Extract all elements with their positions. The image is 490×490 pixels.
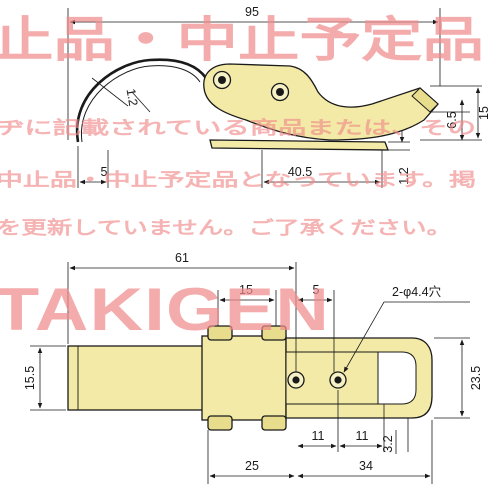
label-overall-width: 23.5 [469,366,483,390]
label-base-thickness: 1.2 [397,167,411,184]
label-spring-thickness: 1.2 [124,88,141,108]
label-hook-span: 40.5 [288,165,312,179]
side-base-plate [209,139,389,151]
label-hook-length: 34 [359,459,373,473]
side-view-dimensions [67,8,482,188]
label-base-width: 15.5 [23,366,37,390]
label-tip-outer: 15 [477,106,490,120]
label-offset-left: 5 [101,165,108,179]
label-overall-length: 95 [245,5,259,19]
label-hole-pitch-top: 15 [239,283,253,297]
label-hole-pitch-a: 11 [312,429,325,443]
watermark-notice-line-1: ヂに記載されている商品または、その [0,117,476,139]
label-edge-offset: 3.2 [381,435,395,452]
hole-callout-leader [343,301,385,373]
watermark-notice-line-2: 中止品・中止予定品となっています。掲 [0,169,476,191]
side-view [75,58,439,151]
label-tip-inner: 6.5 [445,111,459,128]
label-hole-gap-top: 5 [313,283,320,297]
label-base-length: 25 [245,459,259,473]
watermark-overlay: 止品・中止予定品 ヂに記載されている商品または、その 中止品・中止予定品となって… [0,12,484,343]
top-hinge-plate [201,335,287,421]
watermark-logo: TAKIGEN [0,276,330,343]
label-top-overall: 61 [175,251,189,265]
top-view-dimensions [30,262,470,484]
label-hole-pitch-b: 11 [356,429,369,443]
watermark-banner: 止品・中止予定品 [0,12,484,68]
label-hole-spec: 2-φ4.4穴 [392,284,442,299]
top-view [67,325,433,431]
side-spring-wire-inner [81,65,201,143]
watermark-notice-line-3: を更新していません。ご了承ください。 [0,217,452,239]
top-base-plate [67,345,209,411]
side-hook-body [203,63,439,141]
side-spring-wire [75,58,208,143]
dimension-labels: 95 1.2 6.5 15 5 40.5 1.2 61 15 5 2-φ4.4穴… [23,5,490,473]
